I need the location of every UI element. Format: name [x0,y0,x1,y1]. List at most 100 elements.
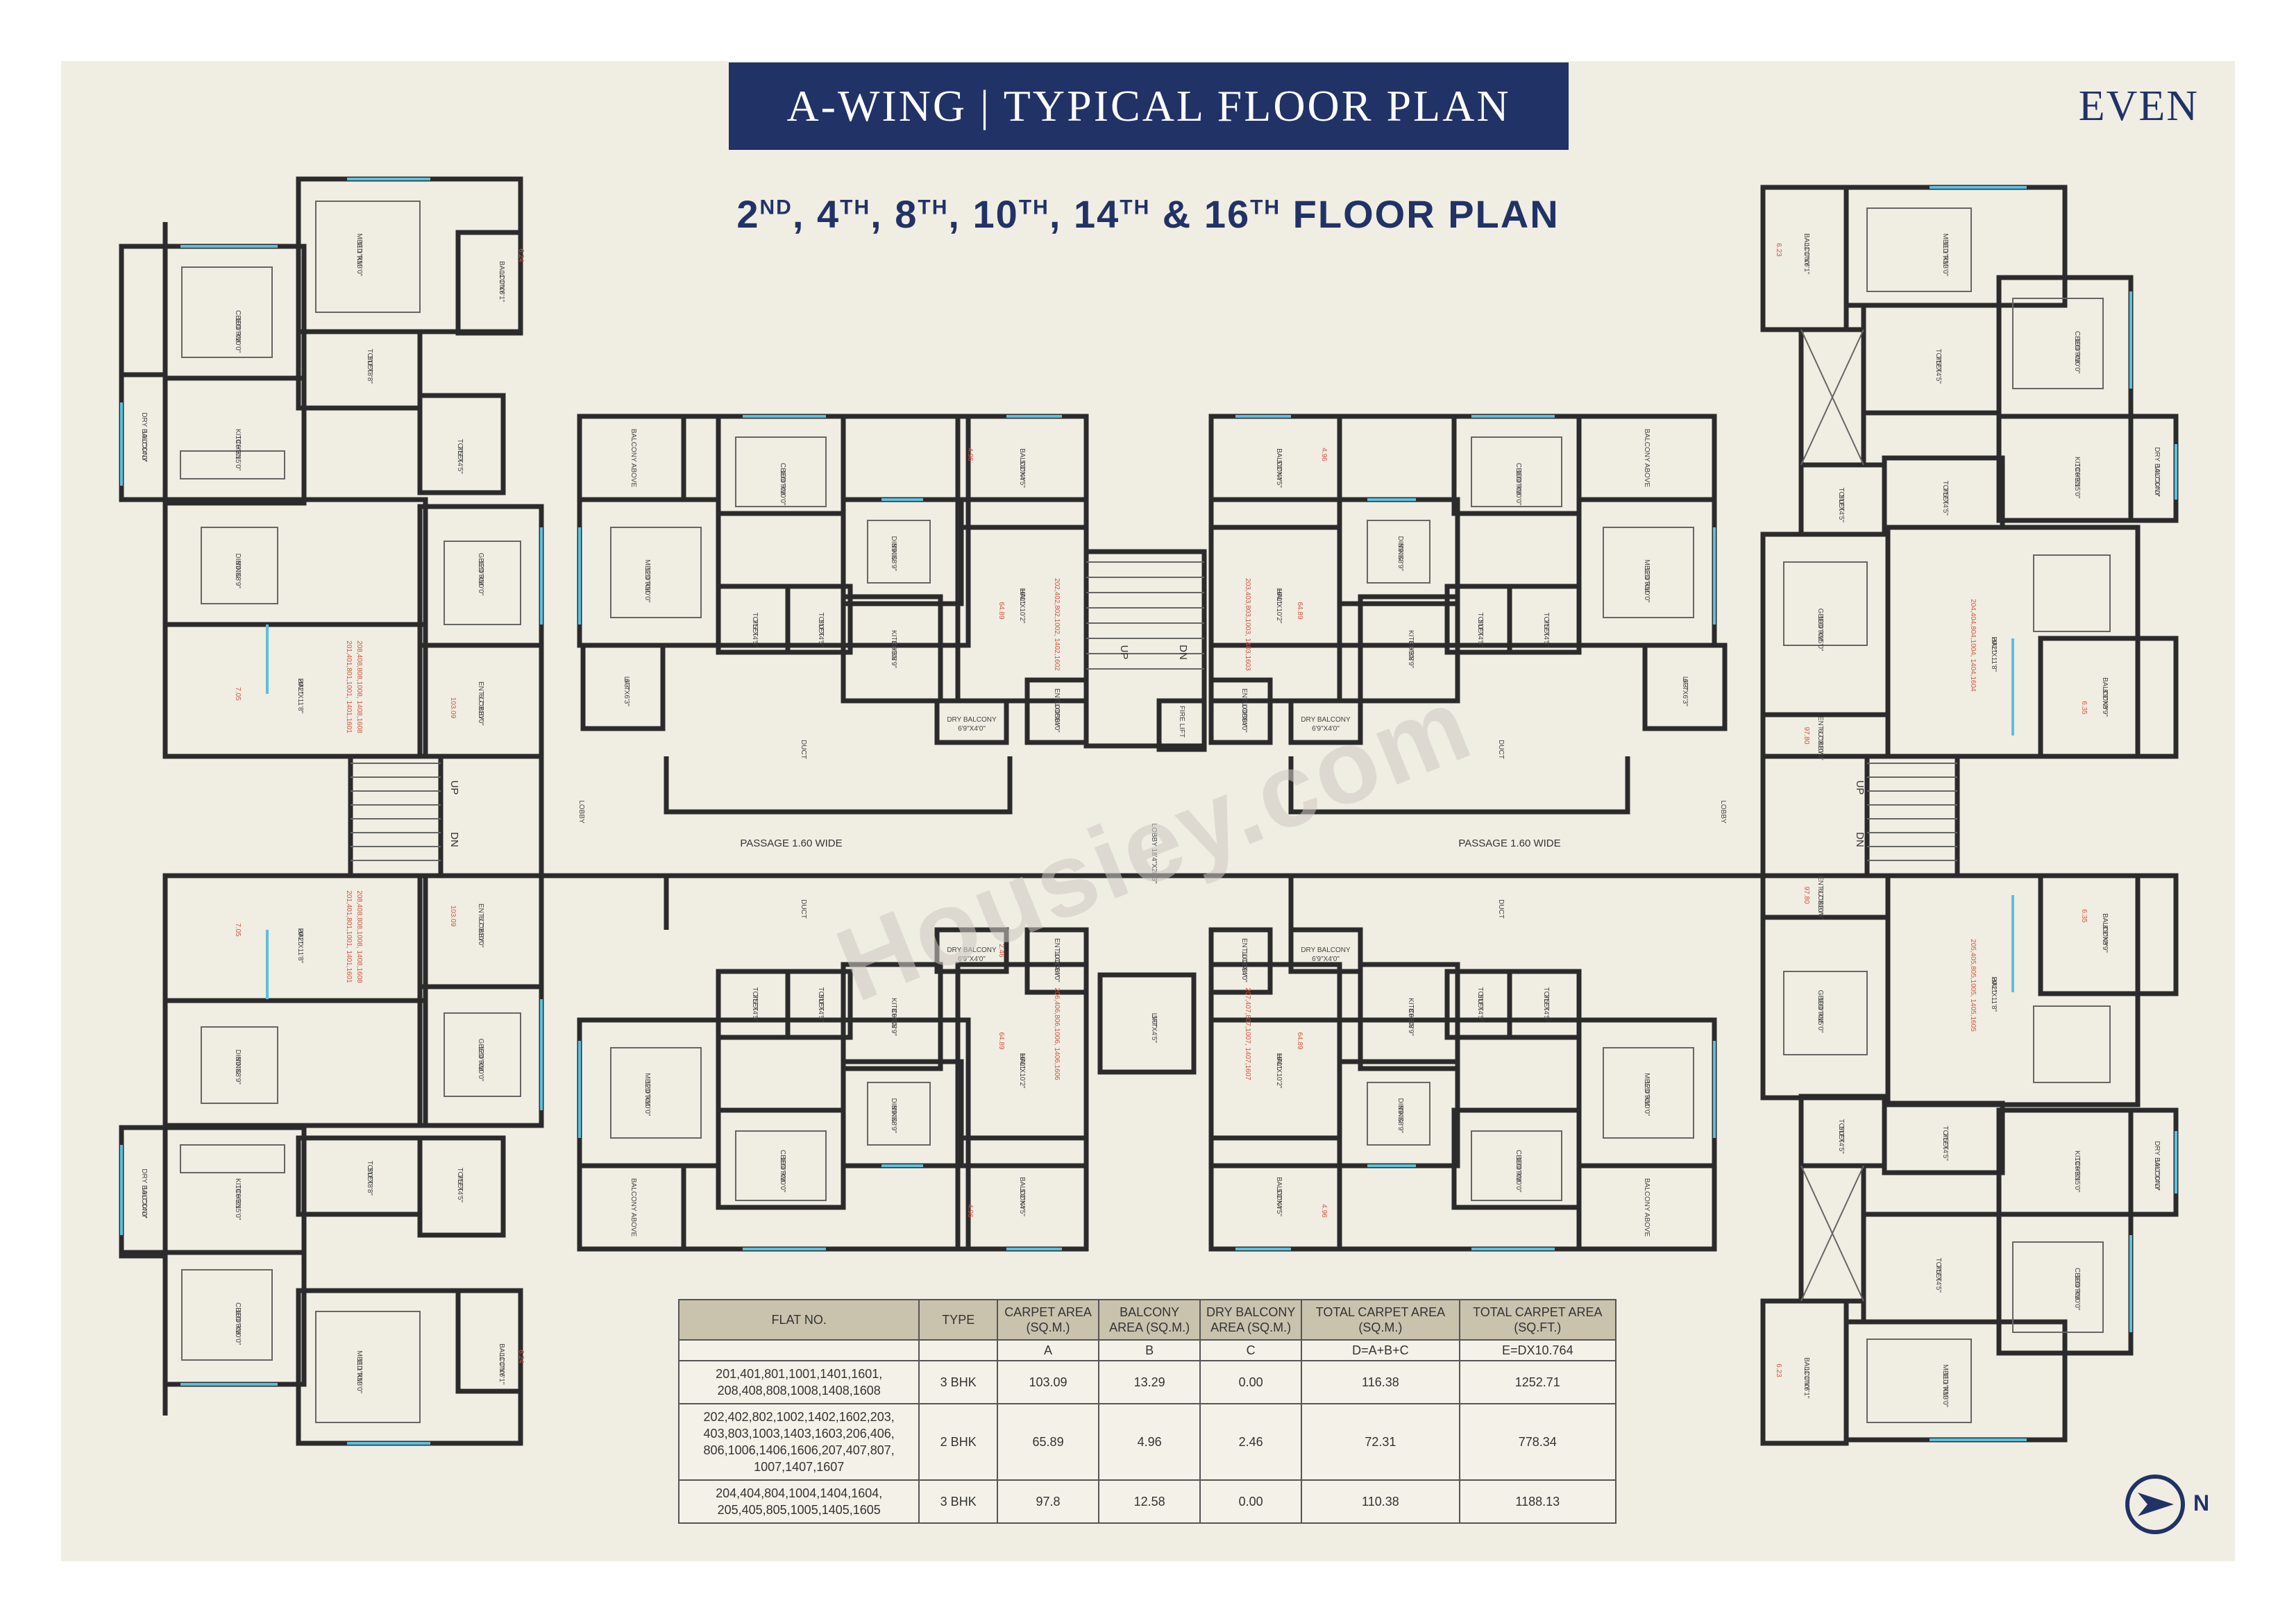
right-staircase [1864,754,1960,878]
room-name-label: LIFT [623,677,630,691]
area-value: 2.46 [997,944,1005,958]
lobby-label: LOBBY 18'4"X28'3" [1150,824,1158,884]
room-size-label: 5'0"X4'5" [817,620,825,647]
north-arrow-icon [2125,1475,2185,1534]
room-size-label: 10'0"X4'0" [1053,951,1061,983]
area-value: 64.89 [997,602,1005,619]
floor-separator: & [1150,192,1204,236]
bed [181,1269,273,1361]
table-cell-carpet: 97.8 [997,1479,1100,1524]
room-name-label: DRY BALCONY [2153,447,2161,497]
area-value: 6.35 [2080,701,2088,715]
room-size-label: 7'5"X4'5" [456,1175,464,1203]
north-label: N [2193,1490,2210,1515]
left-bottom-balcony [455,1288,523,1394]
area-value: 4.96 [966,1204,974,1218]
left-staircase [348,754,444,878]
room-name-label: TOILET [817,613,825,637]
room-size-label: 11'1"X13'0" [1941,1373,1949,1408]
room-size-label: 6'7"X10'0" [477,916,484,948]
room-size-label: 20'2"X11'8" [296,679,304,714]
room-name-label: DINING [890,536,897,561]
bed [315,201,421,313]
room-size-label: 7'5"X4'5" [1934,1265,1942,1293]
room-name-label: ENT LOBBY [477,903,484,942]
room-name-label: DRY BALCONY [140,1169,148,1218]
right-bottom-balcony [2038,873,2179,996]
unit-code: 201,401,801,1001, 1401,1601 [345,640,353,733]
room-name-label: ENT LOBBY [1240,938,1248,977]
room-name-label: TOILET [1542,987,1550,1012]
room-size-label: 8'0"X8'9" [890,640,897,668]
room-name-label: KITCHEN [234,1178,242,1209]
area-value: 7.05 [234,687,242,701]
table-cell-carpet: 103.09 [997,1360,1100,1404]
room-name-label: CBED RM [779,463,786,495]
duct-wall [1288,756,1630,815]
room-name-label: MBED RM [1941,233,1949,266]
floor-number: 10 [972,192,1019,236]
room-name-label: TOILET [751,987,759,1012]
unit-code: 202,402,802,1002, 1402,1602 [1053,578,1061,671]
left-top-toilet-2 [417,393,506,495]
area-value: 4.96 [1320,1204,1328,1218]
room-size-label: 10'0"X4'0" [1240,951,1248,983]
room-size-label: 10'0"X10'0" [2073,1275,2081,1311]
room-size-label: 12'0"X10'0" [477,1046,484,1082]
flat-2bhk-br [1208,1017,1717,1252]
right-top-kitchen [1996,414,2134,523]
left-top-toilet [296,329,423,411]
room-name-label: DINING [1396,1098,1404,1123]
room-size-label: 10'0"X4'0" [1240,701,1248,733]
table-cell-flat-no: 202,402,802,1002,1402,1602,203, 403,803,… [677,1403,920,1481]
flat-2bhk-bl-dining [841,1059,964,1169]
left-bottom-mbed [296,1288,523,1446]
room-name-label: BALCONY [1275,1177,1283,1210]
right-top-ent-lobby [1760,712,1891,759]
room-name-label: TOILET [817,987,825,1012]
room-size-label: 16'0"X10'2" [1018,588,1026,624]
area-value: 97.80 [1803,726,1810,744]
room-name-label: HALL [1275,1053,1283,1070]
table-header-cell: CARPET AREA (SQ.M.) [997,1299,1100,1341]
room-size-label: 10'0"X10'0" [1514,470,1522,506]
table-cell-type: 3 BHK [918,1360,999,1404]
flat-2bhk-tr-dry-balcony [1288,698,1363,745]
unit-code: 204,404,804,1004, 1404,1604 [1969,599,1977,692]
bed [1603,527,1694,618]
room-size-label: 20'2"X11'8" [296,928,304,964]
room-name-label: GBED RM [477,553,484,586]
flat-2bhk-tl-kitchen [841,594,943,704]
room-size-label: 10'0"X4'0" [140,430,148,462]
room-name-label: GBED RM [1816,990,1824,1023]
room-name-label: CBED RM [2073,1268,2081,1300]
room-name-label: TOILET [1941,1126,1949,1150]
table-cell-total-sqft: 1252.71 [1458,1360,1617,1404]
bed [735,436,827,507]
room-name-label: DRY BALCONY [1301,716,1351,724]
lift-bottom [1097,972,1197,1075]
bed [1866,1339,1972,1423]
flat-2bhk-tr [1208,414,1717,648]
room-name-label: CBED RM [779,1150,786,1182]
room-name-label: CBED RM [1514,463,1522,495]
dining-table [867,520,931,584]
flat-2bhk-br-hall [1208,962,1342,1169]
room-name-label: MBED RM [355,1350,363,1383]
room-name-label: TOILET [1941,481,1949,505]
room-name-label: DRY BALCONY [140,412,148,462]
area-value: 6.35 [2080,909,2088,923]
room-size-label: 8'9"X8'9" [1396,1105,1404,1133]
room-name-label: MBED RM [1643,559,1651,592]
passage-label: PASSAGE 1.60 WIDE [1458,838,1560,849]
shaft-cross [1800,329,1864,466]
room-size-label: 5'0"X4'5" [817,994,825,1022]
room-size-label: 10'0"X4'0" [2153,1159,2161,1191]
room-name-label: ENT LOBBY [1240,688,1248,727]
room-size-label: 5'0"X4'5" [1476,620,1484,647]
room-size-label: 11'1"X13'0" [1941,241,1949,277]
room-name-label: BALCONY [1275,448,1283,482]
dn-label: DN [1854,832,1866,847]
room-size-label: 6'7"X10'0" [1816,729,1824,760]
